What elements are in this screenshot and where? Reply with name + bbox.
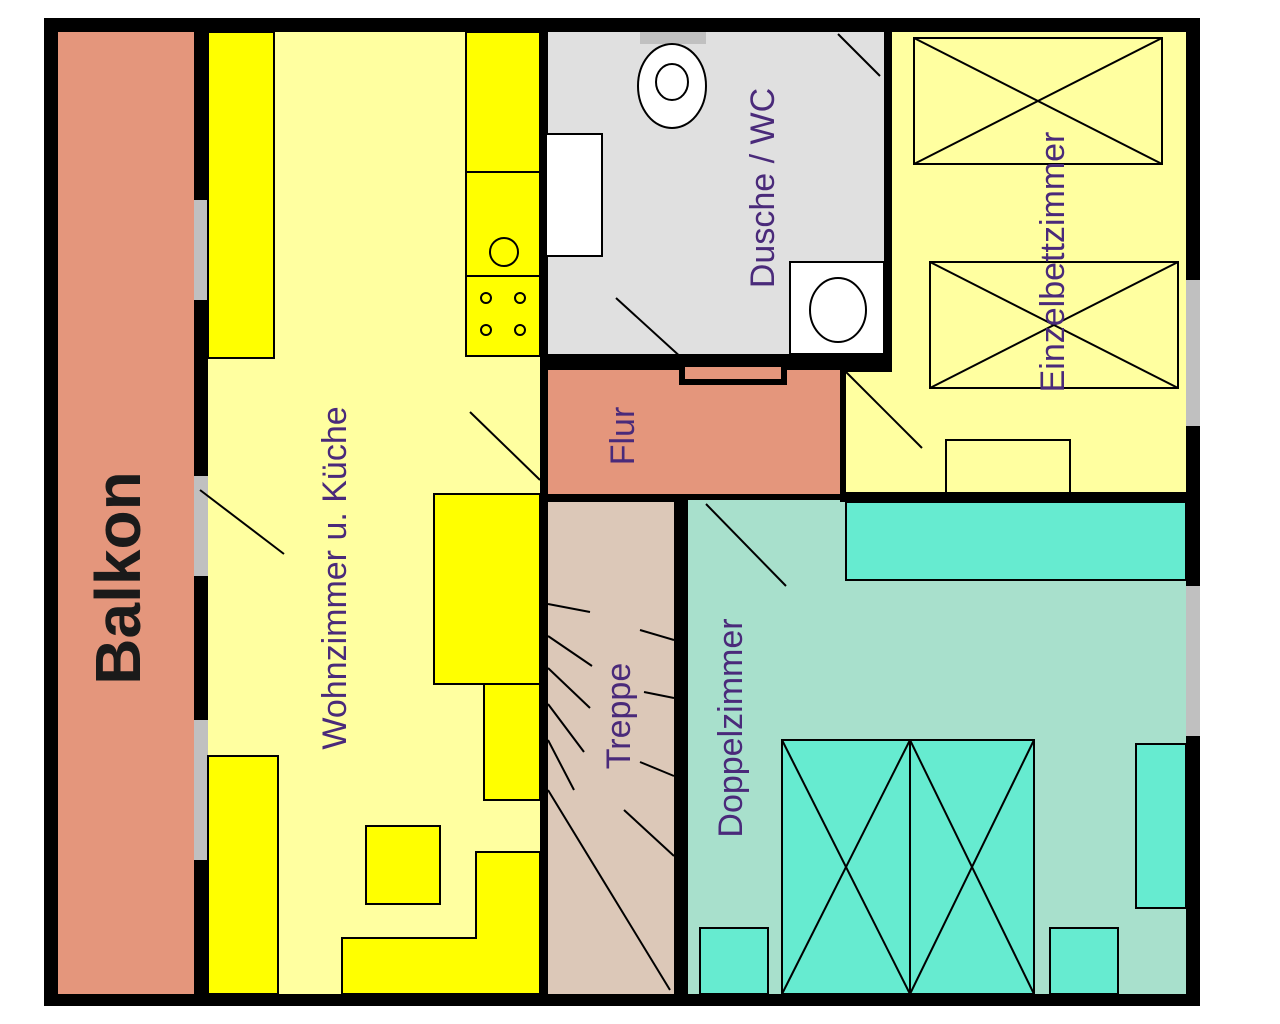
window-balkon-3	[194, 720, 208, 860]
wall-flur-right	[840, 370, 846, 500]
label-doppel: Doppelzimmer	[712, 618, 750, 837]
sink-basin	[489, 237, 519, 267]
label-flur: Flur	[604, 407, 642, 466]
bed-double	[781, 739, 1035, 995]
window-double	[1186, 586, 1200, 736]
label-einzelbett: Einzelbettzimmer	[1034, 132, 1072, 393]
shower-drain-icon	[809, 277, 867, 343]
wall-single-bottom	[840, 492, 1186, 502]
window-balkon-1	[194, 200, 208, 300]
kitchen-sink	[465, 171, 541, 277]
balkon-area	[58, 32, 194, 994]
kitchen-stove	[465, 275, 541, 357]
stair-steps	[547, 603, 675, 991]
toilet-icon	[637, 43, 707, 129]
window-bath	[640, 32, 706, 44]
furniture-bench-left	[207, 755, 279, 995]
door-swing-balkon	[199, 489, 285, 555]
wall-flur-bottom	[546, 494, 686, 502]
single-room-entry	[846, 372, 894, 492]
shower-tray	[789, 261, 885, 355]
door-swing-double	[705, 503, 787, 587]
table	[365, 825, 441, 905]
label-dusche: Dusche / WC	[744, 88, 782, 288]
stairs-area	[546, 500, 674, 994]
label-wohnzimmer: Wohnzimmer u. Küche	[316, 406, 354, 749]
furniture-cabinet-left	[207, 31, 275, 359]
desk-double	[1135, 743, 1187, 909]
wall-stairs-right	[674, 494, 688, 994]
nightstand-right	[1049, 927, 1119, 995]
label-balkon: Balkon	[82, 471, 154, 684]
wall-living-right	[540, 32, 548, 994]
furniture-cabinet-right	[433, 493, 541, 685]
hallway-area	[546, 370, 840, 494]
nightstand-left	[699, 927, 769, 995]
kitchen-counter-top	[465, 31, 541, 173]
toilet-bowl	[655, 63, 689, 101]
bath-door-threshold	[679, 361, 787, 385]
door-swing-single	[845, 371, 923, 449]
desk-single	[945, 439, 1071, 492]
window-single	[1186, 280, 1200, 426]
corner-bench	[341, 851, 541, 995]
label-treppe: Treppe	[600, 663, 638, 769]
wardrobe-double	[845, 501, 1187, 581]
window-balkon-2	[194, 476, 208, 576]
door-swing-bath	[615, 297, 685, 361]
bath-vanity	[545, 133, 603, 257]
stove-burners	[480, 292, 526, 336]
door-swing-living	[469, 411, 541, 481]
furniture-cabinet-right-2	[483, 683, 541, 801]
door-swing-bath-corner	[837, 33, 881, 77]
wall-bath-right	[884, 32, 892, 370]
